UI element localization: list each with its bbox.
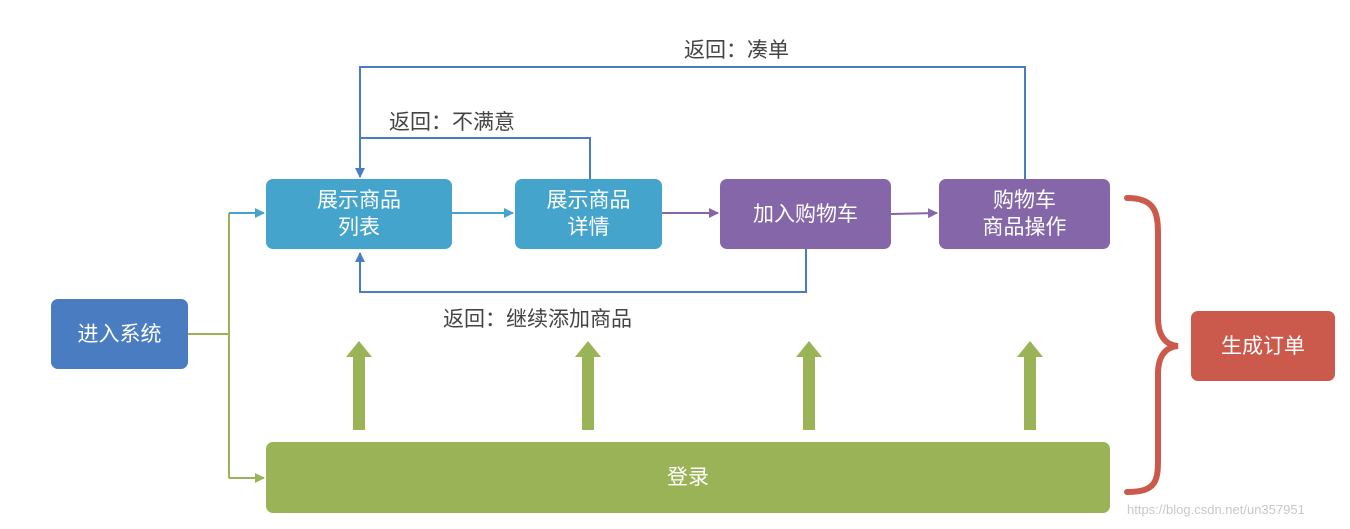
node-cart-ops-line2: 商品操作 xyxy=(982,216,1067,239)
watermark: https://blog.csdn.net/un357951 xyxy=(1127,502,1305,517)
node-product-list-line2: 列表 xyxy=(338,216,380,239)
node-product-detail-line2: 详情 xyxy=(567,216,610,239)
node-generate-order-label: 生成订单 xyxy=(1221,334,1305,358)
node-enter-system: 进入系统 xyxy=(51,299,188,369)
edge-label-continue: 返回：继续添加商品 xyxy=(443,308,632,331)
node-cart-ops-line1: 购物车 xyxy=(993,189,1056,212)
node-product-detail-line1: 展示商品 xyxy=(546,189,631,212)
node-product-detail: 展示商品 详情 xyxy=(515,179,662,249)
edge-return-combine xyxy=(355,66,1026,180)
up-arrow-1 xyxy=(346,341,372,430)
node-enter-system-label: 进入系统 xyxy=(77,322,162,346)
node-generate-order: 生成订单 xyxy=(1191,311,1335,381)
login-up-arrows xyxy=(346,341,1043,430)
edge-label-unsatisfied: 返回：不满意 xyxy=(389,111,515,134)
curly-brace xyxy=(1124,195,1179,495)
up-arrow-4 xyxy=(1017,341,1043,430)
edge-label-combine: 返回：凑单 xyxy=(684,39,789,62)
node-login-label: 登录 xyxy=(667,466,709,489)
node-add-to-cart-label: 加入购物车 xyxy=(753,202,858,226)
up-arrow-2 xyxy=(575,341,601,430)
node-add-to-cart: 加入购物车 xyxy=(720,179,891,249)
node-login: 登录 xyxy=(266,442,1110,513)
node-cart-ops: 购物车 商品操作 xyxy=(939,179,1110,249)
edge-cart-to-ops xyxy=(890,208,938,219)
node-product-list: 展示商品 列表 xyxy=(266,179,452,249)
edge-return-continue xyxy=(355,249,807,293)
edge-enter-split xyxy=(188,213,230,478)
up-arrow-3 xyxy=(796,341,822,430)
edge-return-unsatisfied xyxy=(360,137,591,180)
node-product-list-line1: 展示商品 xyxy=(317,189,401,212)
